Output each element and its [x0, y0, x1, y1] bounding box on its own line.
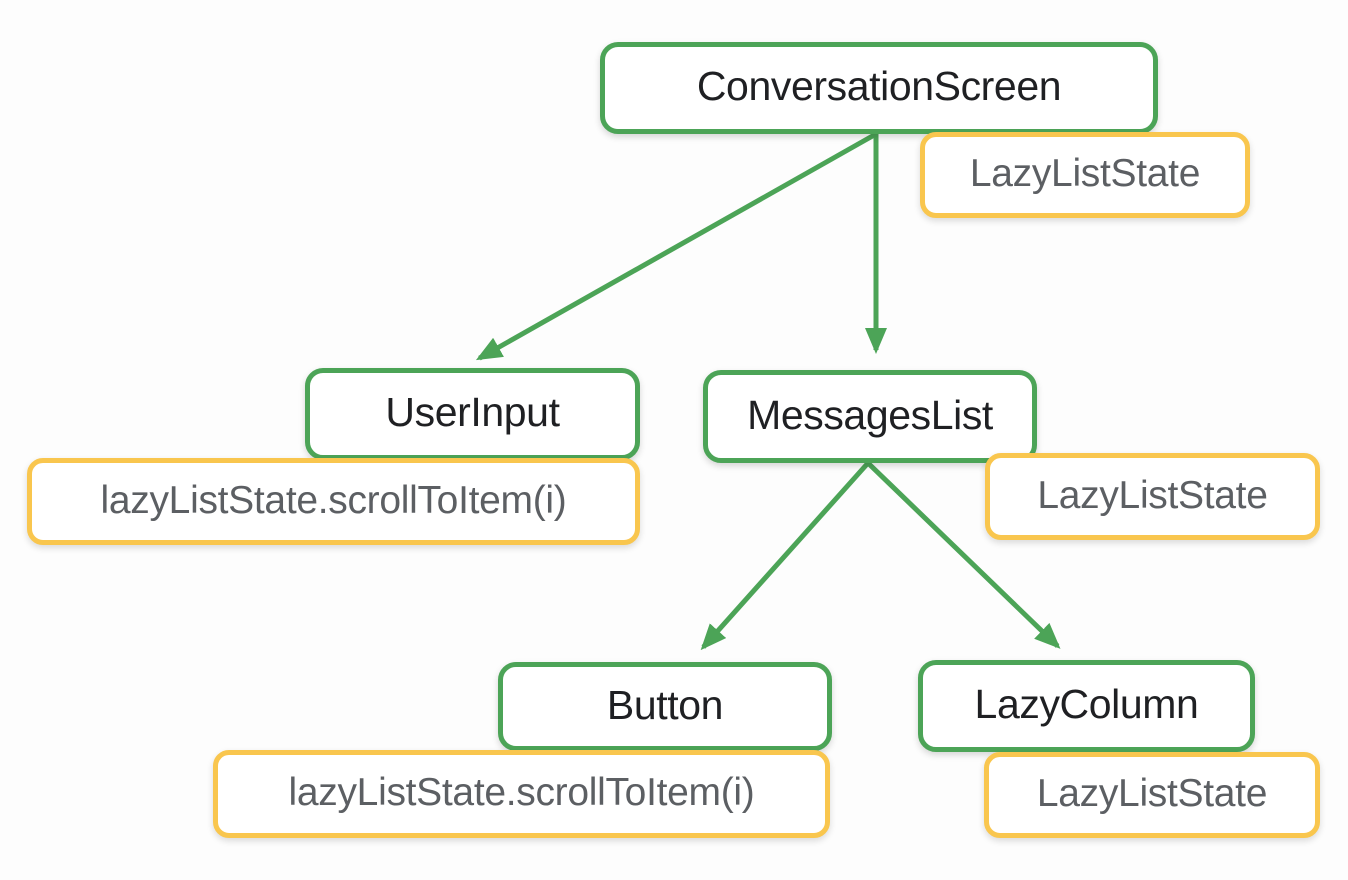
state-badge-conversation-screen[interactable]: LazyListState: [920, 132, 1250, 218]
node-button[interactable]: Button: [498, 662, 832, 751]
state-badge-label: LazyListState: [1036, 772, 1268, 815]
edge-messageslist-to-button: [700, 461, 870, 651]
node-label: ConversationScreen: [696, 63, 1062, 109]
node-lazy-column[interactable]: LazyColumn: [918, 660, 1255, 752]
node-label: LazyColumn: [974, 681, 1199, 727]
state-badge-lazy-column[interactable]: LazyListState: [984, 752, 1320, 838]
state-badge-button[interactable]: lazyListState.scrollToItem(i): [213, 750, 830, 838]
node-messages-list[interactable]: MessagesList: [703, 370, 1037, 463]
node-label: Button: [606, 681, 724, 728]
node-label: UserInput: [385, 389, 560, 435]
node-label: MessagesList: [747, 391, 993, 438]
edge-conversation-to-userinput: [475, 131, 878, 361]
state-badge-label: lazyListState.scrollToItem(i): [100, 478, 567, 522]
state-badge-label: LazyListState: [969, 152, 1201, 195]
state-badge-label: lazyListState.scrollToItem(i): [288, 771, 755, 814]
node-user-input[interactable]: UserInput: [305, 368, 640, 460]
state-badge-label: LazyListState: [1037, 473, 1268, 517]
node-conversation-screen[interactable]: ConversationScreen: [600, 42, 1158, 134]
state-badge-user-input[interactable]: lazyListState.scrollToItem(i): [27, 458, 640, 545]
state-badge-messages-list[interactable]: LazyListState: [985, 453, 1320, 540]
